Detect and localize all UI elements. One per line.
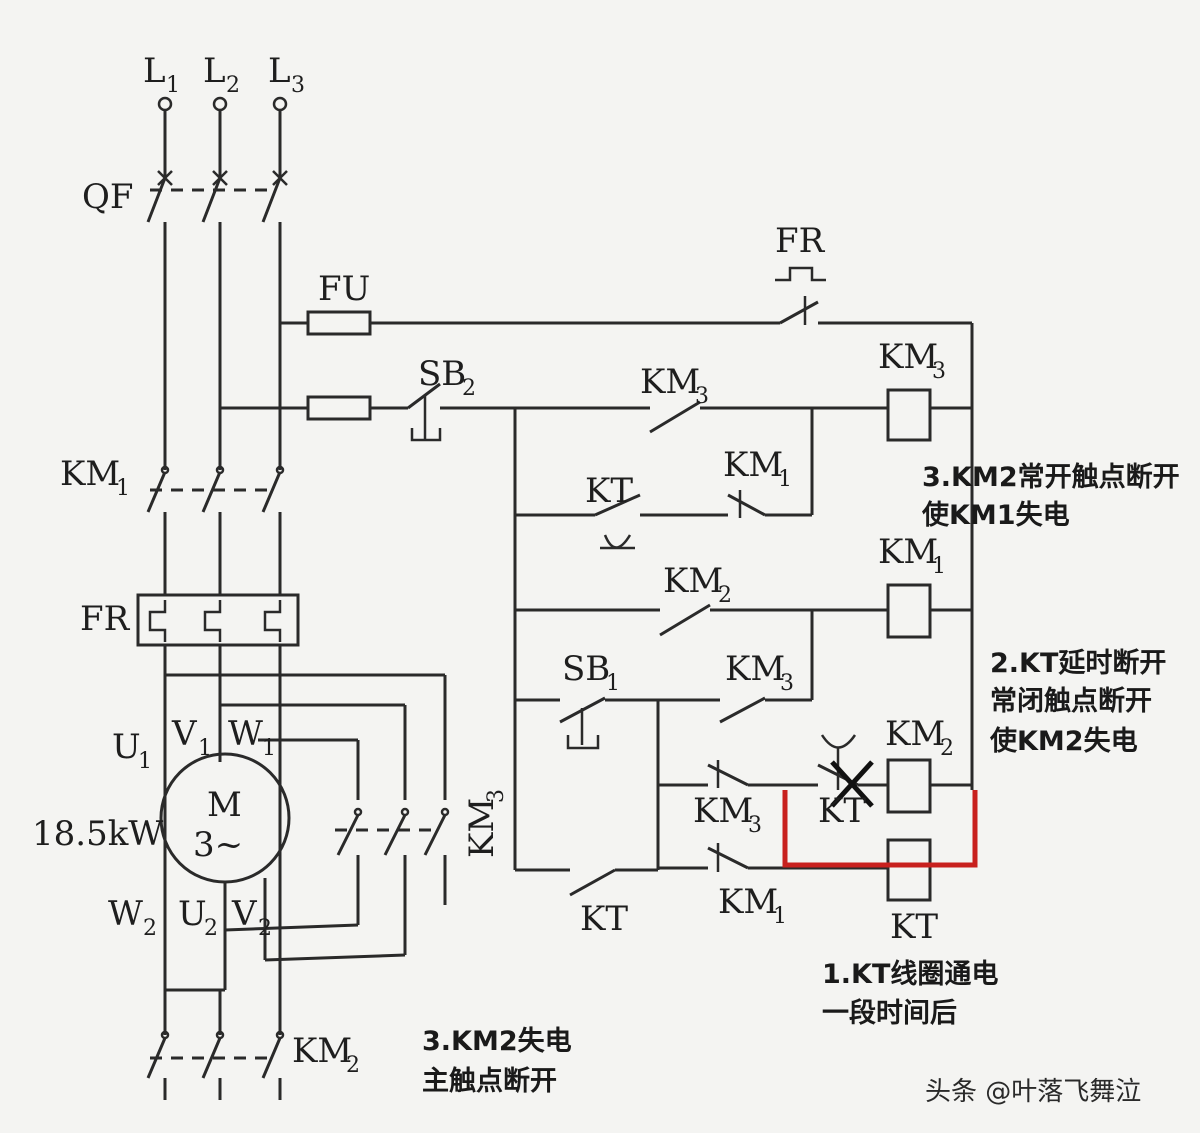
label-power: 18.5kW bbox=[32, 814, 163, 854]
label-l1-sub: 1 bbox=[166, 73, 180, 98]
km3-nc-contact bbox=[649, 400, 701, 434]
label-km1-nc: KM bbox=[723, 445, 783, 485]
label-kt-delay: KT bbox=[818, 791, 866, 831]
label-kt-top: KT bbox=[585, 471, 633, 511]
label-km3-nc-sub: 3 bbox=[695, 384, 709, 409]
fu-fuse-second bbox=[306, 395, 372, 421]
km1-nc-contact bbox=[727, 490, 766, 518]
label-km1-lower: KM bbox=[718, 882, 778, 922]
label-km1-main-sub: 1 bbox=[116, 476, 130, 501]
note-3b-line2: 主触点断开 bbox=[422, 1066, 557, 1097]
note-3a-line2: 使KM1失电 bbox=[921, 500, 1070, 531]
component-labels: L 1 L 2 L 3 QF FU FR SB 2 KM 3 KM 3 KM 1… bbox=[32, 51, 954, 1078]
label-fu: FU bbox=[318, 269, 370, 309]
km1-lower-nc-contact bbox=[707, 843, 749, 872]
label-w1: W bbox=[228, 714, 263, 754]
kt-top-contact bbox=[594, 493, 641, 550]
label-qf: QF bbox=[82, 177, 133, 217]
fr-nc-contact bbox=[775, 266, 826, 325]
note-3b-line1: 3.KM2失电 bbox=[422, 1026, 572, 1057]
label-km1-main: KM bbox=[60, 454, 120, 494]
note-1-line2: 一段时间后 bbox=[822, 998, 957, 1029]
kt-bottom-contact bbox=[569, 868, 616, 897]
kt-coil bbox=[886, 838, 932, 902]
label-v1-sub: 1 bbox=[198, 736, 212, 761]
sb1-start-button bbox=[559, 696, 606, 750]
label-sb2: SB bbox=[418, 354, 466, 394]
fu-fuse-top bbox=[306, 310, 372, 336]
km2-main-contacts bbox=[146, 1030, 285, 1100]
cross-mark bbox=[830, 760, 874, 808]
label-l1: L bbox=[143, 51, 166, 91]
label-motor-m: M bbox=[207, 785, 242, 825]
note-2-line1: 2.KT延时断开 bbox=[990, 648, 1166, 679]
note-3a-line1: 3.KM2常开触点断开 bbox=[922, 462, 1180, 493]
label-u1: U bbox=[112, 727, 141, 767]
label-sb1-sub: 1 bbox=[606, 671, 620, 696]
label-km1-coil: KM bbox=[878, 532, 938, 572]
label-v1: V bbox=[171, 714, 198, 754]
km3-coil bbox=[886, 388, 932, 442]
label-fr-main: FR bbox=[80, 599, 131, 639]
label-l3-sub: 3 bbox=[291, 73, 305, 98]
label-l2-sub: 2 bbox=[226, 73, 240, 98]
label-km2-main: KM bbox=[292, 1031, 352, 1071]
main-power-wires bbox=[136, 96, 450, 1100]
label-km2-no: KM bbox=[663, 561, 723, 601]
label-u2-sub: 2 bbox=[204, 916, 218, 941]
note-2-line2: 常闭触点断开 bbox=[990, 686, 1152, 717]
km3-lower-nc-contact bbox=[707, 760, 749, 788]
label-km2-no-sub: 2 bbox=[718, 583, 732, 608]
km3-main-contacts bbox=[335, 807, 450, 856]
label-u1-sub: 1 bbox=[138, 749, 152, 774]
label-km3-coil: KM bbox=[878, 337, 938, 377]
label-km1-nc-sub: 1 bbox=[778, 467, 792, 492]
highlight-path bbox=[782, 790, 978, 868]
label-km3-no-sub: 3 bbox=[780, 671, 794, 696]
label-km2-coil: KM bbox=[885, 714, 945, 754]
label-fr-control: FR bbox=[775, 221, 826, 261]
label-l3: L bbox=[268, 51, 291, 91]
label-km3-coil-sub: 3 bbox=[932, 359, 946, 384]
label-l2: L bbox=[203, 51, 226, 91]
km2-coil bbox=[886, 758, 932, 814]
fr-thermal-relay bbox=[136, 593, 300, 647]
label-km3-no: KM bbox=[725, 649, 785, 689]
qf-breaker bbox=[146, 170, 288, 223]
label-km3-lower-sub: 3 bbox=[748, 813, 762, 838]
km1-main-contacts bbox=[146, 465, 285, 513]
control-wires bbox=[220, 266, 974, 902]
watermark: 头条 @叶落飞舞泣 bbox=[925, 1077, 1141, 1107]
label-kt-bottom: KT bbox=[580, 899, 628, 939]
label-v2-sub: 2 bbox=[258, 916, 272, 941]
note-1-line1: 1.KT线圈通电 bbox=[822, 959, 998, 990]
label-km1-lower-sub: 1 bbox=[773, 904, 787, 929]
label-km3-nc: KM bbox=[640, 362, 700, 402]
label-u2: U bbox=[178, 894, 207, 934]
km1-coil bbox=[886, 583, 932, 639]
label-motor-phase: 3~ bbox=[193, 825, 243, 865]
label-sb1: SB bbox=[562, 649, 610, 689]
label-km3-lower: KM bbox=[693, 791, 753, 831]
label-w2-sub: 2 bbox=[143, 916, 157, 941]
note-2-line3: 使KM2失电 bbox=[989, 726, 1138, 757]
label-w2: W bbox=[108, 894, 143, 934]
km2-no-contact bbox=[659, 603, 711, 637]
label-sb2-sub: 2 bbox=[462, 376, 476, 401]
label-w1-sub: 1 bbox=[262, 736, 276, 761]
label-km2-main-sub: 2 bbox=[346, 1053, 360, 1078]
label-kt-coil: KT bbox=[890, 907, 938, 947]
sb2-stop-button bbox=[407, 382, 442, 442]
annotations: 3.KM2常开触点断开 使KM1失电 2.KT延时断开 常闭触点断开 使KM2失… bbox=[422, 462, 1180, 1097]
label-km3-main: KM bbox=[462, 798, 502, 858]
label-km3-main-sub: 3 bbox=[484, 789, 509, 803]
label-v2: V bbox=[231, 894, 258, 934]
label-km1-coil-sub: 1 bbox=[932, 554, 946, 579]
km3-no-contact bbox=[719, 696, 766, 724]
label-km2-coil-sub: 2 bbox=[940, 736, 954, 761]
